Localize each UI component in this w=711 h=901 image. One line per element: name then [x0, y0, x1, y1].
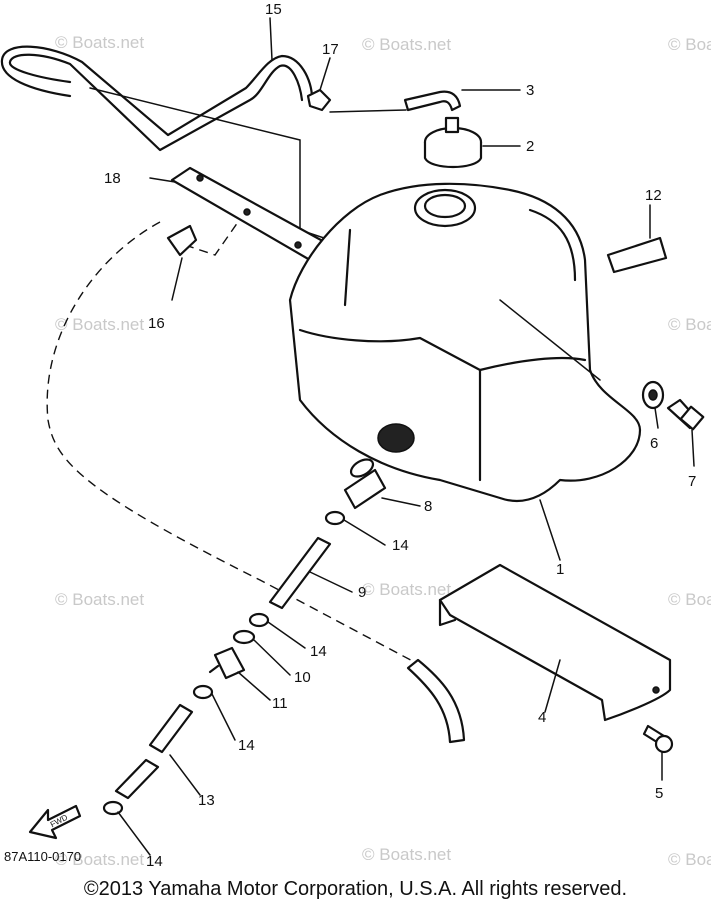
fuel-tank-1: [288, 182, 642, 502]
tank-filler-opening: [423, 193, 467, 219]
watermark: © Boats.net: [668, 590, 711, 609]
callout-15: 15: [265, 1, 282, 18]
callout-5: 5: [655, 785, 663, 802]
fuel-cap-vent: [444, 116, 460, 134]
strap-bracket-18: [170, 166, 332, 262]
watermark: © Boats.net: [362, 845, 451, 864]
hose-clamp-14: [324, 510, 346, 526]
tank-bracket-4: [438, 563, 672, 722]
breather-hose-outline: [0, 45, 314, 137]
watermark: © Boats.net: [668, 850, 711, 869]
fuel-cock-8: [343, 468, 387, 510]
callout-7: 7: [688, 473, 696, 490]
fuel-tank-edge: [298, 328, 482, 482]
bracket-hole: [652, 686, 660, 694]
callout-8: 8: [424, 498, 432, 515]
hose-clamp-17: [306, 88, 332, 112]
watermark: © Boats.net: [55, 315, 144, 334]
damper-pad-12: [606, 236, 668, 274]
bracket-leg: [438, 598, 457, 627]
fuel-cock-inlet: [349, 458, 375, 478]
callout-14: 14: [146, 853, 163, 870]
callout-13: 13: [198, 792, 215, 809]
callout-9: 9: [358, 584, 366, 601]
vent-hose-3: [403, 90, 462, 112]
fuel-tank-edge: [478, 356, 587, 372]
hose-leader-15: [89, 87, 361, 251]
watermarks: © Boats.net © Boats.net © Boats.net © Bo…: [55, 33, 711, 869]
bolt-7-head: [679, 405, 705, 431]
leader-lines: [117, 17, 695, 856]
tank-leader-dash: [499, 299, 601, 381]
fuel-hose-13-lower: [114, 758, 160, 800]
watermark: © Boats.net: [55, 850, 144, 869]
callout-2: 2: [526, 138, 534, 155]
grommet-hole: [648, 389, 658, 401]
clip-16: [166, 224, 198, 257]
routing-dashed-line: [46, 221, 421, 666]
watermark: © Boats.net: [668, 35, 711, 54]
callout-11: 11: [272, 695, 288, 712]
overflow-hose: [406, 658, 466, 744]
strap-hole: [294, 241, 302, 249]
fuel-cap-body: [423, 142, 483, 168]
watermark: © Boats.net: [668, 315, 711, 334]
callout-18: 18: [104, 170, 121, 187]
breather-hose: [8, 53, 304, 152]
watermark: © Boats.net: [362, 580, 451, 599]
callout-10: 10: [294, 669, 311, 686]
hose-clamp-14: [248, 612, 270, 628]
fuel-filter-11: [213, 646, 246, 680]
callout-3: 3: [526, 82, 534, 99]
callout-12: 12: [645, 187, 662, 204]
strap-hole: [196, 174, 204, 182]
hose-leader-3: [329, 109, 407, 113]
copyright-notice: ©2013 Yamaha Motor Corporation, U.S.A. A…: [83, 878, 628, 900]
fuel-tank-edge: [343, 228, 352, 307]
callout-4: 4: [538, 709, 546, 726]
hose-clamp-14: [192, 684, 214, 700]
callout-6: 6: [650, 435, 658, 452]
clip-dashed-line: [184, 221, 239, 256]
strap-hole: [243, 208, 251, 216]
fuel-hose-9: [268, 536, 332, 610]
tank-outlet-boss: [377, 423, 415, 453]
drawing-code: 87A110-0170: [4, 849, 82, 864]
fwd-arrow-icon: [28, 804, 82, 840]
callout-17: 17: [322, 41, 339, 58]
hose-clamp-14: [102, 800, 124, 816]
forward-arrow: FWD: [28, 804, 82, 840]
callout-14: 14: [238, 737, 255, 754]
callout-1: 1: [556, 561, 564, 578]
callout-14: 14: [392, 537, 409, 554]
fuel-hose-13-upper: [148, 703, 194, 754]
callout-16: 16: [148, 315, 165, 332]
callout-numbers: 15 17 3 2 18 12 16 6 7 8 14 1 9 14 10 11…: [104, 1, 696, 870]
fuel-tank-edge: [528, 208, 577, 282]
watermark: © Boats.net: [362, 35, 451, 54]
bolt-5-head: [654, 734, 674, 754]
watermark: © Boats.net: [55, 590, 144, 609]
callout-14: 14: [310, 643, 327, 660]
watermark: © Boats.net: [55, 33, 144, 52]
washer-10: [232, 629, 256, 645]
fuel-filter-nipple: [208, 664, 220, 674]
